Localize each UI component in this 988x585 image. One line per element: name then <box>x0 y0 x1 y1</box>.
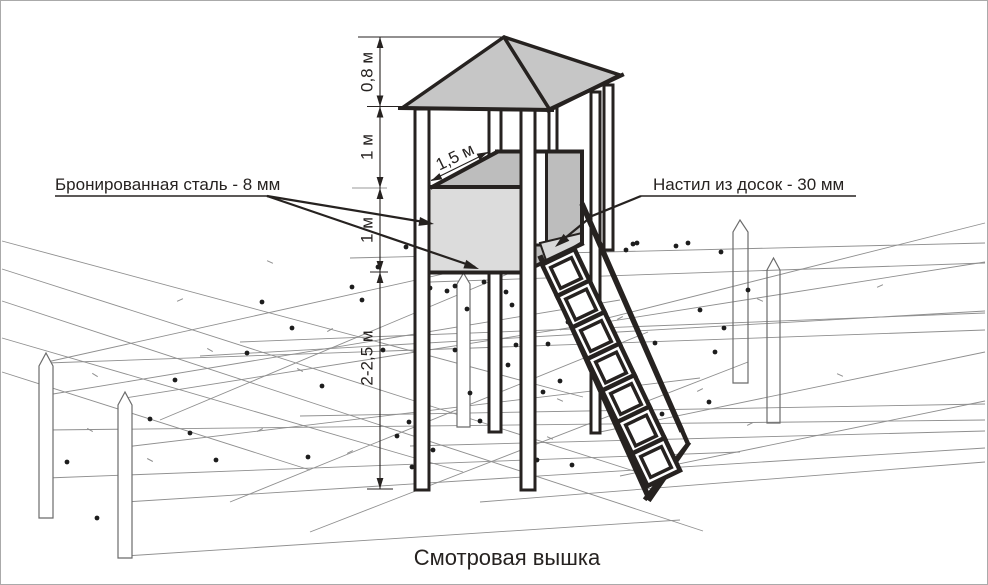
tower-leg-back-right <box>589 90 602 435</box>
fence-post <box>38 351 54 519</box>
fence-posts <box>38 218 781 559</box>
dim-support-legs: 2-2,5 м <box>358 330 377 385</box>
callout-labels: Бронированная сталь - 8 мм Настил из дос… <box>55 175 856 269</box>
deck-leader-arrow <box>555 233 570 247</box>
pyramid-roof <box>397 35 625 113</box>
armor-steel-label: Бронированная сталь - 8 мм <box>55 175 280 194</box>
fence-post <box>732 218 749 384</box>
armor-leader-arrow-2 <box>463 259 479 269</box>
armored-cabin <box>419 149 585 275</box>
tower-leg-right-outer <box>602 83 615 252</box>
ladder-step <box>629 435 683 489</box>
ladder-step <box>554 277 608 332</box>
wire-barbs <box>86 260 884 462</box>
diagram-title: Смотровая вышка <box>414 545 601 570</box>
deck-planks-label: Настил из досок - 30 мм <box>653 175 844 194</box>
watch-tower <box>397 35 625 492</box>
dim-upper-opening: 1 м <box>358 134 377 160</box>
tower-post-front-corner <box>547 106 559 154</box>
ladder-right-rail <box>579 202 685 433</box>
fence-post <box>117 390 133 559</box>
armor-leader-arrow-1 <box>418 216 434 226</box>
access-ladder <box>537 202 692 503</box>
tower-leg-front-left <box>413 107 431 492</box>
ladder-step <box>584 340 638 395</box>
fence-post <box>766 256 781 424</box>
dim-roof-height: 0,8 м <box>358 52 377 92</box>
fence-post <box>456 271 471 428</box>
tower-leg-front-right <box>519 108 537 492</box>
cabin-front-armor-wall <box>428 187 522 272</box>
